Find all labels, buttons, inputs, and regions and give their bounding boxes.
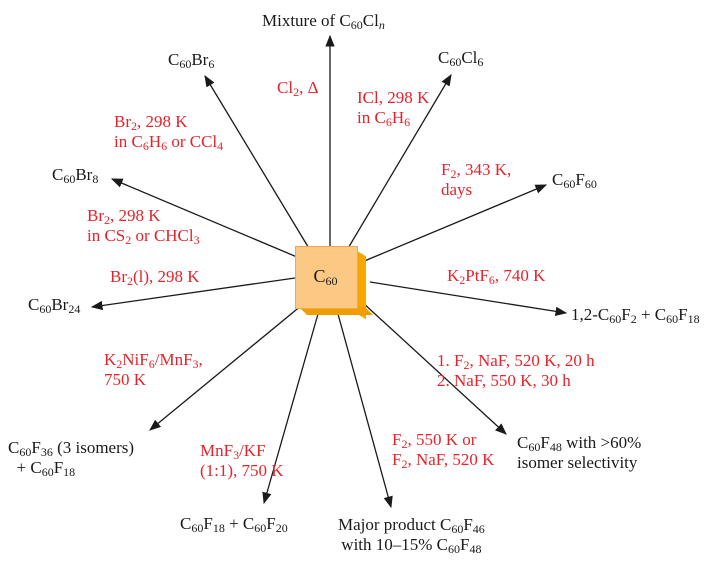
product-c60br24: C60Br24 <box>28 295 81 316</box>
arrow-to-c60br6 <box>204 74 311 251</box>
arrow-to-c60f18-f20 <box>262 313 319 505</box>
product-c60f18-c60f20: C60F18 + C60F20 <box>180 514 288 535</box>
product-c60f2-c60f18: 1,2-C60F2 + C60F18 <box>571 305 700 326</box>
condition-f2-343k: F2, 343 K,days <box>441 160 512 199</box>
arrow-to-c60f60 <box>361 184 548 263</box>
arrow-to-c60f46 <box>337 313 393 509</box>
arrow-to-c60br24 <box>90 277 296 311</box>
product-c60f48: C60F48 with >60%isomer selectivity <box>517 433 642 472</box>
arrow-to-c60f36 <box>149 304 303 431</box>
arrow-to-c60f48 <box>361 301 507 435</box>
condition-k2nif6: K2NiF6/MnF3,750 K <box>104 350 203 389</box>
product-c60cl6: C60Cl6 <box>438 48 484 69</box>
product-mixture-c60cln: Mixture of C60Cln <box>262 11 385 32</box>
c60-label: C60 <box>313 266 338 288</box>
c60-cube: C60 <box>295 246 373 320</box>
condition-mnf3-kf: MnF3/KF(1:1), 750 K <box>200 441 284 480</box>
arrow-to-c60f2-f18 <box>369 281 568 316</box>
product-c60f36: C60F36 (3 isomers) + C60F18 <box>8 438 135 479</box>
arrow-to-c60br8 <box>110 178 298 258</box>
condition-br2-liquid: Br2(l), 298 K <box>110 267 200 288</box>
product-c60br8: C60Br8 <box>52 165 99 186</box>
cube-front <box>295 246 358 309</box>
product-c60f60: C60F60 <box>552 170 597 191</box>
product-c60br6: C60Br6 <box>168 50 215 71</box>
arrow-to-c60cl6 <box>346 73 452 251</box>
condition-k2ptf6: K2PtF6, 740 K <box>447 266 546 287</box>
condition-cl2-heat: Cl2, Δ <box>277 78 319 99</box>
